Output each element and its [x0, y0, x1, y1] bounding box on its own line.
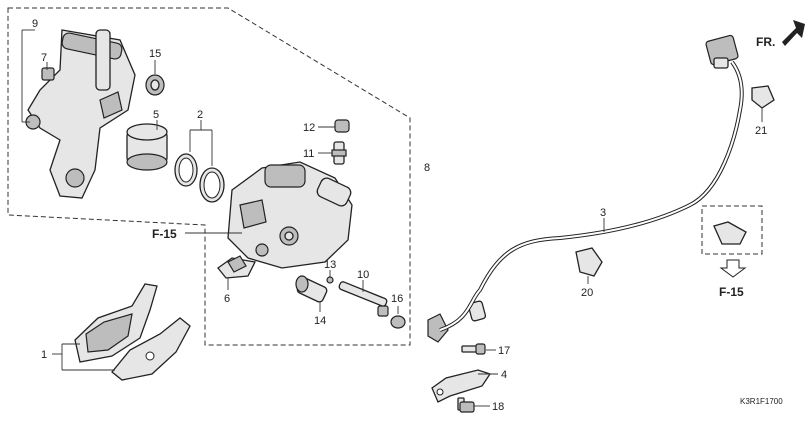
pin-boot	[41, 67, 55, 81]
pad-spring	[217, 255, 256, 279]
inset-arrow	[719, 259, 747, 278]
ref-left: F-15	[152, 227, 177, 241]
callout-3: 3	[600, 207, 606, 219]
callout-2: 2	[197, 109, 203, 121]
caliper-bracket	[25, 29, 136, 199]
callout-12: 12	[303, 122, 315, 134]
flange-bolt-upper	[461, 343, 486, 355]
callout-18: 18	[492, 401, 504, 413]
cable-clip-upper	[751, 85, 775, 109]
callout-5: 5	[153, 109, 159, 121]
detail-inset	[701, 205, 763, 255]
pin-retainer	[326, 276, 334, 284]
callout-6: 6	[224, 293, 230, 305]
bleed-screw	[331, 141, 347, 165]
callout-17: 17	[498, 345, 510, 357]
caliper-body	[227, 161, 353, 269]
callout-8: 8	[424, 162, 430, 174]
callout-16: 16	[391, 293, 403, 305]
bleed-screw-cap	[334, 119, 350, 133]
callout-9: 9	[32, 18, 38, 30]
slide-pin-sleeve	[295, 275, 328, 303]
callout-20: 20	[581, 287, 593, 299]
callout-1: 1	[41, 349, 47, 361]
callout-10: 10	[357, 269, 369, 281]
boot-seal	[145, 74, 165, 96]
callout-21: 21	[755, 125, 767, 137]
ref-right: F-15	[719, 285, 744, 299]
front-arrow	[782, 20, 805, 46]
wheel-speed-sensor	[427, 300, 487, 343]
callout-11: 11	[303, 148, 314, 160]
inset-clip	[713, 221, 747, 245]
brake-pad-set	[74, 283, 191, 381]
flange-bolt-lower	[457, 397, 475, 413]
callout-4: 4	[501, 369, 507, 381]
pad-pin	[338, 281, 389, 317]
pin-plug	[390, 315, 406, 329]
sensor-connector	[705, 34, 739, 69]
callout-15: 15	[149, 48, 161, 60]
callout-13: 13	[324, 259, 336, 271]
front-label: FR.	[756, 35, 775, 49]
callout-14: 14	[314, 315, 326, 327]
assembly-boundary	[7, 7, 411, 346]
cable-clamp	[575, 247, 603, 277]
piston-seals	[174, 153, 225, 203]
sensor-bracket	[431, 369, 492, 403]
figure-code: K3R1F1700	[740, 397, 783, 406]
caliper-piston	[126, 123, 168, 171]
callout-7: 7	[41, 52, 47, 64]
